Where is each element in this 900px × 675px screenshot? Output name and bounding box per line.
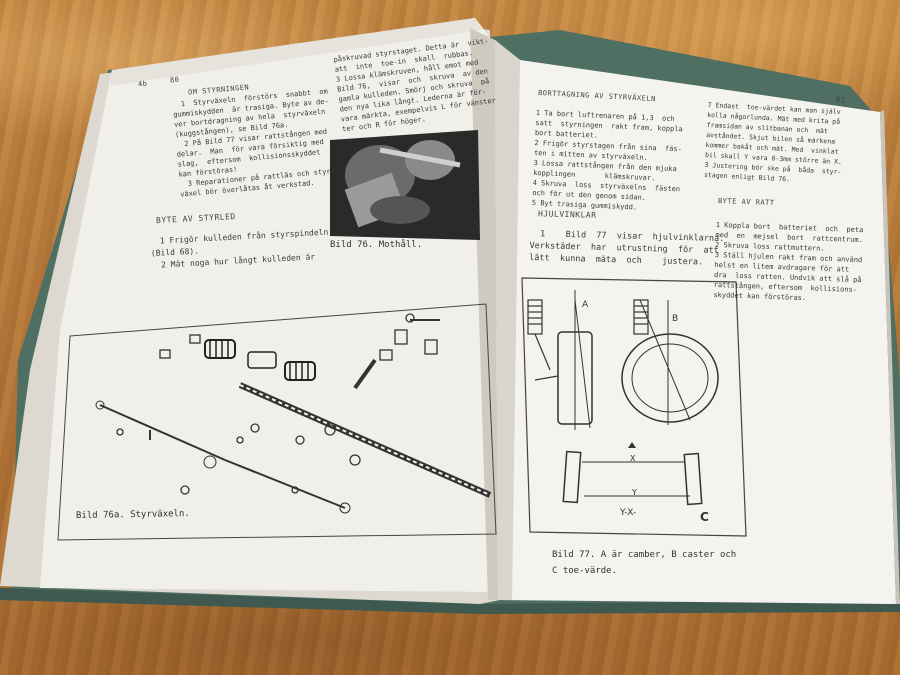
photo-caption: Bild 76. Mothåll. <box>330 240 423 250</box>
label-y: Y <box>632 488 637 497</box>
diagram-77-caption-line-2: C toe-värde. <box>552 566 618 576</box>
label-a: A <box>582 300 589 310</box>
label-c: C <box>700 510 709 524</box>
diagram-77-caption-line-1: Bild 77. A är camber, B caster och <box>552 550 737 560</box>
label-b: B <box>672 314 679 324</box>
label-y-x: Y-X- <box>620 508 637 518</box>
label-x: X <box>630 454 636 463</box>
